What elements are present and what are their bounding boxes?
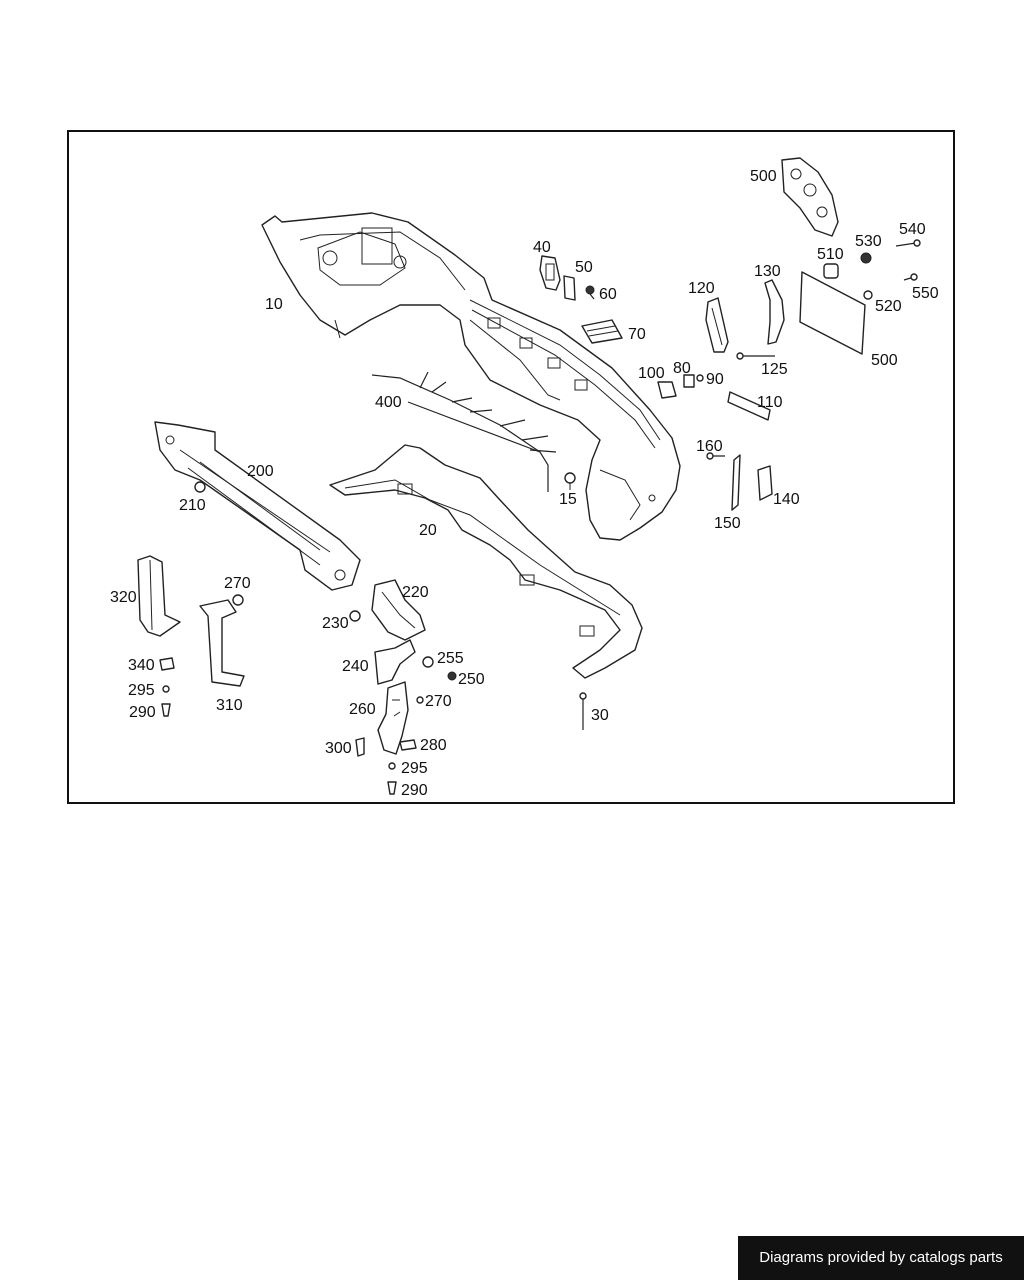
label-520: 520 xyxy=(875,298,902,315)
label-80: 80 xyxy=(673,360,691,377)
label-110: 110 xyxy=(757,394,783,411)
label-20: 20 xyxy=(419,522,437,539)
label-60: 60 xyxy=(599,286,617,303)
label-530: 530 xyxy=(855,233,882,250)
spacer-part-510[interactable] xyxy=(823,263,839,279)
strip-part-150[interactable] xyxy=(731,454,741,511)
label-125: 125 xyxy=(761,361,788,378)
label-210: 210 xyxy=(179,497,206,514)
bracket-part-220[interactable] xyxy=(371,579,426,641)
lower-diffuser-part-20[interactable] xyxy=(329,444,643,679)
label-290-mid: 290 xyxy=(401,782,428,799)
reflector-part-120[interactable] xyxy=(705,297,729,353)
screw-part-550[interactable] xyxy=(903,273,918,281)
label-295-left: 295 xyxy=(128,682,155,699)
label-270-mid: 270 xyxy=(425,693,452,710)
label-100: 100 xyxy=(638,365,665,382)
trim-strip-part-130[interactable] xyxy=(764,279,785,345)
label-290-left: 290 xyxy=(129,704,156,721)
clip-part-340[interactable] xyxy=(159,657,175,671)
label-550: 550 xyxy=(912,285,939,302)
washer-part-230[interactable] xyxy=(349,610,361,622)
label-320: 320 xyxy=(110,589,137,606)
label-120: 120 xyxy=(688,280,715,297)
label-300: 300 xyxy=(325,740,352,757)
label-150: 150 xyxy=(714,515,741,532)
clip-part-280[interactable] xyxy=(399,739,417,751)
label-70: 70 xyxy=(628,326,646,343)
seal-part-50[interactable] xyxy=(563,275,576,301)
label-15: 15 xyxy=(559,491,577,508)
diagram-frame xyxy=(67,130,955,804)
washer-part-255[interactable] xyxy=(422,656,434,668)
label-510: 510 xyxy=(817,246,844,263)
sensor-housing-part-100[interactable] xyxy=(657,381,677,399)
plate-part-500[interactable] xyxy=(799,271,866,355)
label-240: 240 xyxy=(342,658,369,675)
reinforcement-beam-part-200[interactable] xyxy=(154,421,361,591)
label-10: 10 xyxy=(265,296,283,313)
screw-part-160[interactable] xyxy=(706,452,725,460)
rivet-part-125[interactable] xyxy=(736,352,775,360)
label-220: 220 xyxy=(402,584,429,601)
screw-part-290[interactable] xyxy=(161,703,171,717)
bracket-part-260[interactable] xyxy=(377,681,409,755)
label-230: 230 xyxy=(322,615,349,632)
label-40: 40 xyxy=(533,239,551,256)
bracket-part-110[interactable] xyxy=(727,391,771,421)
label-260: 260 xyxy=(349,701,376,718)
label-200: 200 xyxy=(247,463,274,480)
label-90: 90 xyxy=(706,371,724,388)
label-340: 340 xyxy=(128,657,155,674)
label-310: 310 xyxy=(216,697,243,714)
label-500-top: 500 xyxy=(750,168,777,185)
clip-part-80[interactable] xyxy=(683,374,695,388)
cover-part-140[interactable] xyxy=(757,465,773,501)
screw-part-250[interactable] xyxy=(447,671,457,681)
label-295-mid: 295 xyxy=(401,760,428,777)
label-270-left: 270 xyxy=(224,575,251,592)
washer-part-270[interactable] xyxy=(232,594,244,606)
label-250: 250 xyxy=(458,671,485,688)
label-400: 400 xyxy=(375,394,402,411)
screw-part-290b[interactable] xyxy=(387,781,397,795)
wiring-harness-part-400[interactable] xyxy=(371,371,557,492)
mount-plate-part-500[interactable] xyxy=(781,157,839,237)
nut-part-90[interactable] xyxy=(696,374,704,382)
bracket-part-320[interactable] xyxy=(137,555,181,637)
screw-part-60[interactable] xyxy=(585,285,595,300)
credit-banner: Diagrams provided by catalogs parts xyxy=(738,1236,1024,1280)
clip-part-300[interactable] xyxy=(355,737,365,757)
label-160: 160 xyxy=(696,438,723,455)
label-255: 255 xyxy=(437,650,464,667)
label-280: 280 xyxy=(420,737,447,754)
pin-part-30[interactable] xyxy=(579,692,587,730)
label-500-plate: 500 xyxy=(871,352,898,369)
nut-part-210[interactable] xyxy=(194,481,206,493)
bracket-part-310[interactable] xyxy=(199,599,245,687)
washer-part-295[interactable] xyxy=(162,685,170,693)
washer-part-295b[interactable] xyxy=(388,762,396,770)
bumper-cover-part-10[interactable] xyxy=(261,212,681,541)
bolt-part-540[interactable] xyxy=(895,239,921,247)
label-540: 540 xyxy=(899,221,926,238)
washer-part-520[interactable] xyxy=(863,290,873,300)
trim-part-70[interactable] xyxy=(581,319,623,344)
bracket-part-40[interactable] xyxy=(539,255,561,291)
bracket-part-240[interactable] xyxy=(374,639,416,685)
nut-part-530[interactable] xyxy=(860,252,872,264)
washer-part-270b[interactable] xyxy=(416,696,424,704)
label-130: 130 xyxy=(754,263,781,280)
clip-part-15[interactable] xyxy=(564,472,576,490)
label-140: 140 xyxy=(773,491,800,508)
label-30: 30 xyxy=(591,707,609,724)
label-50: 50 xyxy=(575,259,593,276)
